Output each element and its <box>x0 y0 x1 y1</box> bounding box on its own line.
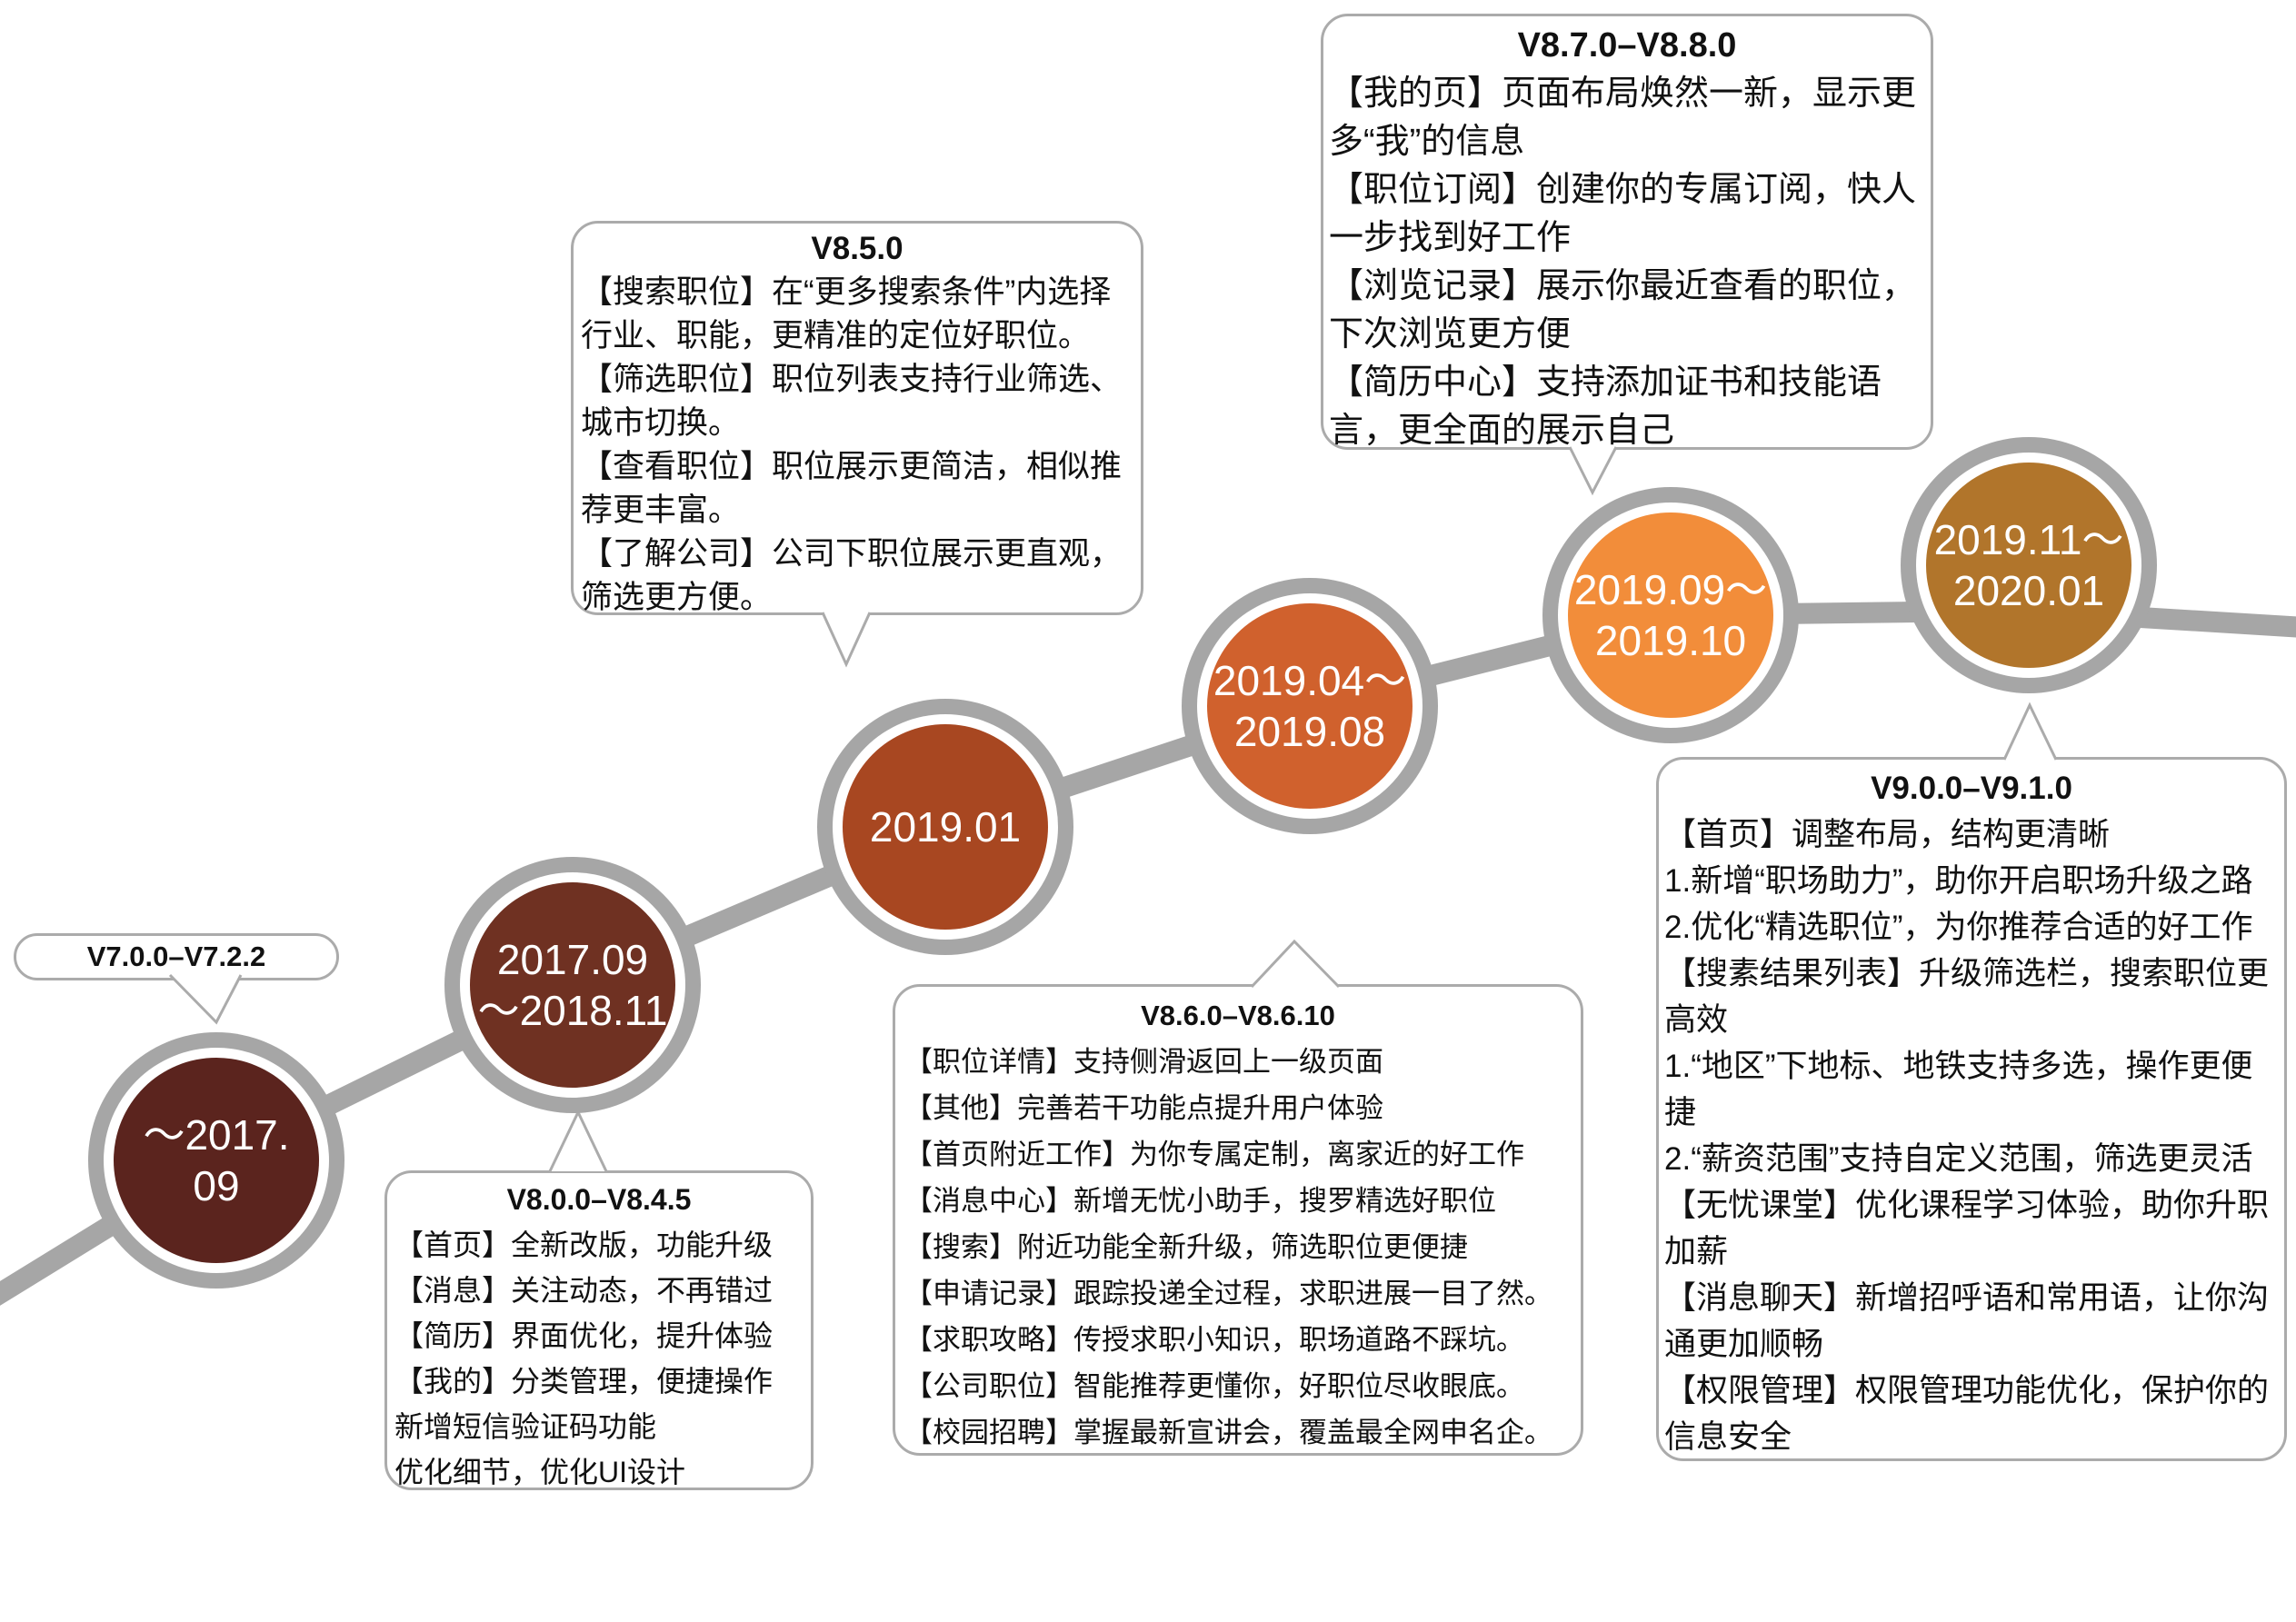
callout-title: V8.6.0–V8.6.10 <box>1141 1000 1335 1031</box>
callout-title: V8.5.0 <box>811 231 903 266</box>
callout-tail-v8-6 <box>1250 939 1341 989</box>
timeline-node-2019-09-2019-10: 2019.09～2019.10 <box>1568 512 1773 718</box>
callout-title: V9.0.0–V9.1.0 <box>1871 771 2072 806</box>
callout-v8-6-0-v8-6-10: V8.6.0–V8.6.10 【职位详情】支持侧滑返回上一级页面【其他】完善若干… <box>893 984 1583 1456</box>
callout-body: 【我的页】页面布局焕然一新，显示更多“我”的信息【职位订阅】创建你的专属订阅，快… <box>1329 75 1917 450</box>
callout-body: 【首页】全新改版，功能升级【消息】关注动态，不再错过【简历】界面优化，提升体验【… <box>394 1229 774 1488</box>
callout-tail-v7 <box>168 973 243 1025</box>
timeline-node-date: 2019.04～2019.08 <box>1213 656 1407 755</box>
timeline-node-2019-11-2020-01: 2019.11～2020.01 <box>1926 463 2131 668</box>
callout-v8-0-0-v8-4-5: V8.0.0–V8.4.5 【首页】全新改版，功能升级【消息】关注动态，不再错过… <box>384 1170 814 1490</box>
callout-v8-5-0: V8.5.0 【搜索职位】在“更多搜索条件”内选择行业、职能，更精准的定位好职位… <box>571 221 1143 615</box>
timeline-node-2017-09: ～2017.09 <box>114 1058 319 1263</box>
callout-title: V8.7.0–V8.8.0 <box>1517 26 1737 65</box>
callout-body: 【搜索职位】在“更多搜索条件”内选择行业、职能，更精准的定位好职位。【筛选职位】… <box>581 274 1123 615</box>
timeline-node-date: 2019.11～2020.01 <box>1933 515 2124 614</box>
timeline-node-2019-04-2019-08: 2019.04～2019.08 <box>1207 603 1413 809</box>
callout-v8-7-0-v8-8-0: V8.7.0–V8.8.0 【我的页】页面布局焕然一新，显示更多“我”的信息【职… <box>1321 14 1933 450</box>
callout-title: V8.0.0–V8.4.5 <box>506 1183 692 1216</box>
timeline-node-2017-09-2018-11: 2017.09～2018.11 <box>470 882 675 1088</box>
timeline-node-date: 2019.09～2019.10 <box>1573 565 1768 664</box>
callout-body: 【职位详情】支持侧滑返回上一级页面【其他】完善若干功能点提升用户体验【首页附近工… <box>904 1046 1552 1448</box>
callout-v7-0-0-v7-2-2: V7.0.0–V7.2.2 <box>14 933 339 980</box>
timeline-node-2019-01: 2019.01 <box>843 724 1048 930</box>
callout-tail-v8-5 <box>821 612 872 668</box>
callout-tail-v8-0 <box>548 1109 608 1172</box>
callout-title: V7.0.0–V7.2.2 <box>86 940 266 972</box>
timeline-node-date: 2017.09～2018.11 <box>477 935 668 1034</box>
timeline-node-date: 2019.01 <box>869 802 1022 851</box>
timeline-node-date: ～2017.09 <box>143 1110 290 1209</box>
callout-tail-v9-0 <box>2002 702 2058 761</box>
